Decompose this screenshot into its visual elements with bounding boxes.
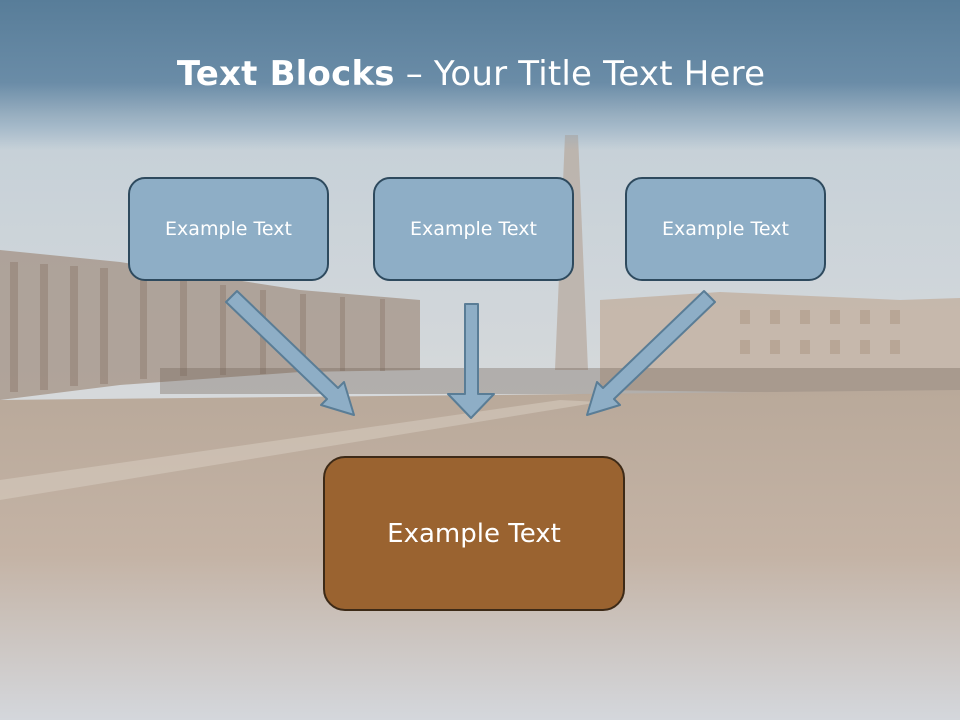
main-text-block-label: Example Text <box>387 518 561 549</box>
arrow-left-icon <box>225 290 355 416</box>
text-block-1[interactable]: Example Text <box>128 177 329 281</box>
arrow-right-icon <box>586 290 716 416</box>
slide-title: Text Blocks – Your Title Text Here <box>0 54 942 94</box>
title-rest: – Your Title Text Here <box>394 54 766 94</box>
text-block-2[interactable]: Example Text <box>373 177 574 281</box>
main-text-block[interactable]: Example Text <box>323 456 625 611</box>
title-band <box>0 0 960 150</box>
arrow-down-icon <box>447 303 495 419</box>
text-block-3[interactable]: Example Text <box>625 177 826 281</box>
title-bold: Text Blocks <box>176 54 395 94</box>
text-block-3-label: Example Text <box>662 218 789 240</box>
text-block-2-label: Example Text <box>410 218 537 240</box>
text-block-1-label: Example Text <box>165 218 292 240</box>
